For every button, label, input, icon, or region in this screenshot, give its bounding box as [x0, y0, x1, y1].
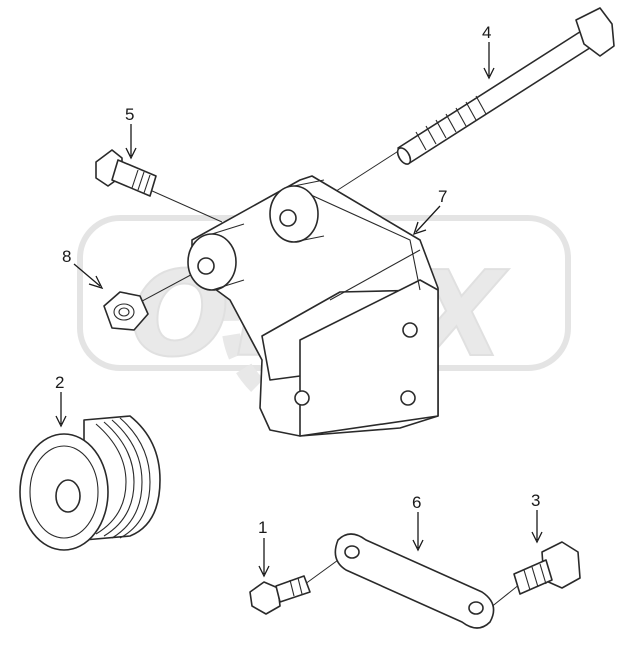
callout-8: 8 [62, 247, 71, 266]
link-plate-part-6 [334, 533, 495, 629]
callout-7: 7 [438, 187, 447, 206]
callout-3: 3 [531, 491, 540, 510]
bolt-part-3 [513, 541, 581, 595]
bracket-part-7 [187, 175, 439, 437]
short-bolt-part-5 [95, 149, 157, 197]
callout-2: 2 [55, 373, 64, 392]
callout-4: 4 [482, 23, 491, 42]
callout-1: 1 [258, 518, 267, 537]
callout-6: 6 [412, 493, 421, 512]
long-bolt-part-4 [396, 7, 615, 165]
callout-5: 5 [125, 105, 134, 124]
small-bolt-part-1 [249, 575, 311, 615]
pulley-part-2 [19, 415, 161, 551]
callout-arrows [55, 42, 543, 578]
nut-part-8 [103, 291, 149, 331]
